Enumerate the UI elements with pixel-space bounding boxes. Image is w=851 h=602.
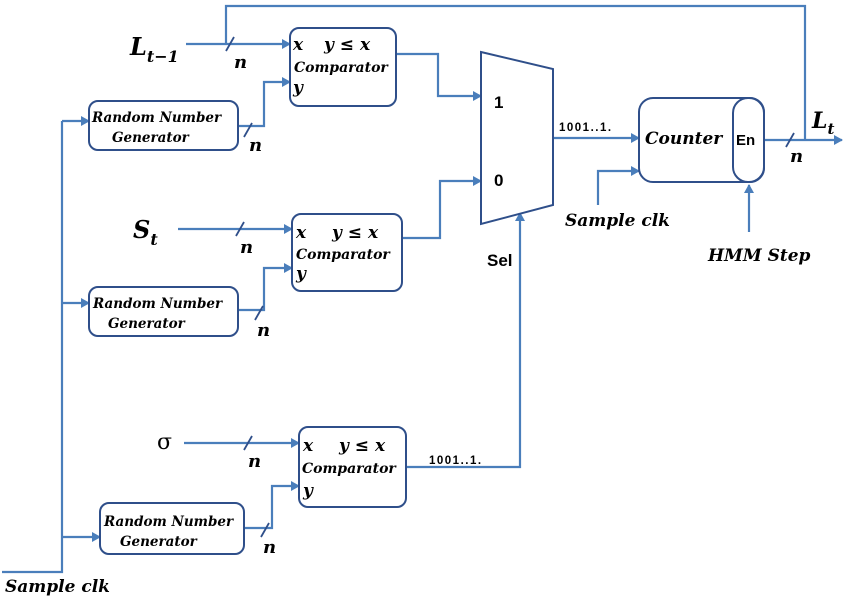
bus-width-label: n bbox=[234, 52, 247, 73]
clk-bus-wire bbox=[2, 121, 64, 574]
comparator-3 bbox=[298, 426, 407, 508]
feedback-wire bbox=[224, 4, 807, 140]
comp1-y-port: y bbox=[292, 78, 304, 98]
rng2-label-line2: Generator bbox=[108, 316, 186, 332]
comp2-to-mux0-wire bbox=[402, 176, 482, 240]
main-clock-label: Sample clk bbox=[5, 577, 110, 597]
bus-width-label: n bbox=[240, 237, 253, 258]
output-label: Lt bbox=[811, 108, 834, 138]
comp1-label: Comparator bbox=[294, 60, 389, 76]
comp1-x-port: x bbox=[292, 35, 304, 55]
comp3-condition: y ≤ x bbox=[338, 436, 386, 456]
bitstream-label: 1001..1. bbox=[559, 122, 613, 134]
comp2-x-port: x bbox=[295, 223, 307, 243]
comp2-label: Comparator bbox=[296, 247, 391, 263]
rng3-label-line1: Random Number bbox=[103, 514, 234, 530]
comp3-x-port: x bbox=[302, 436, 314, 456]
comp1-to-mux1-wire bbox=[396, 52, 482, 101]
hmm-step-label: HMM Step bbox=[707, 246, 811, 266]
bus-width-label: n bbox=[790, 146, 803, 167]
enable-pill bbox=[732, 97, 765, 183]
sigma-label: σ bbox=[157, 430, 172, 455]
s-label: St bbox=[133, 215, 158, 249]
comparator-1 bbox=[289, 27, 397, 107]
rng-2 bbox=[88, 286, 239, 337]
rng2-to-comp2-wire bbox=[238, 263, 293, 312]
comp3-to-sel-wire bbox=[406, 212, 525, 469]
rng1-label-line2: Generator bbox=[112, 130, 190, 146]
comp3-label: Comparator bbox=[302, 461, 397, 477]
multiplexer bbox=[480, 50, 554, 226]
rng2-label-line1: Random Number bbox=[92, 296, 223, 312]
rng3-label-line2: Generator bbox=[120, 534, 198, 550]
counter-clock-label: Sample clk bbox=[565, 211, 670, 231]
comp1-condition: y ≤ x bbox=[323, 35, 371, 55]
bus-width-label: n bbox=[263, 537, 276, 558]
rng3-to-comp3-wire bbox=[244, 481, 300, 530]
bitstream-label: 1001..1. bbox=[429, 455, 483, 467]
rng1-to-comp1-wire bbox=[238, 77, 291, 128]
bus-width-label: n bbox=[249, 135, 262, 156]
mux-input-0-label: 0 bbox=[494, 171, 503, 190]
comp2-y-port: y bbox=[295, 264, 307, 284]
comp2-condition: y ≤ x bbox=[331, 223, 379, 243]
rng-3 bbox=[99, 502, 245, 555]
mux-select-label: Sel bbox=[487, 251, 513, 270]
rng1-label-line1: Random Number bbox=[91, 110, 222, 126]
l-prev-label: Lt−1 bbox=[129, 32, 179, 66]
bus-slashes bbox=[225, 36, 795, 538]
bus-width-label: n bbox=[248, 451, 261, 472]
rng-1 bbox=[88, 100, 239, 151]
enable-label: En bbox=[736, 132, 755, 149]
bus-width-label: n bbox=[257, 320, 270, 341]
mux-input-1-label: 1 bbox=[494, 93, 503, 112]
clk-to-counter-wire bbox=[596, 166, 640, 205]
comparator-2 bbox=[291, 213, 403, 292]
counter-label: Counter bbox=[645, 129, 723, 149]
comp3-y-port: y bbox=[302, 481, 314, 501]
